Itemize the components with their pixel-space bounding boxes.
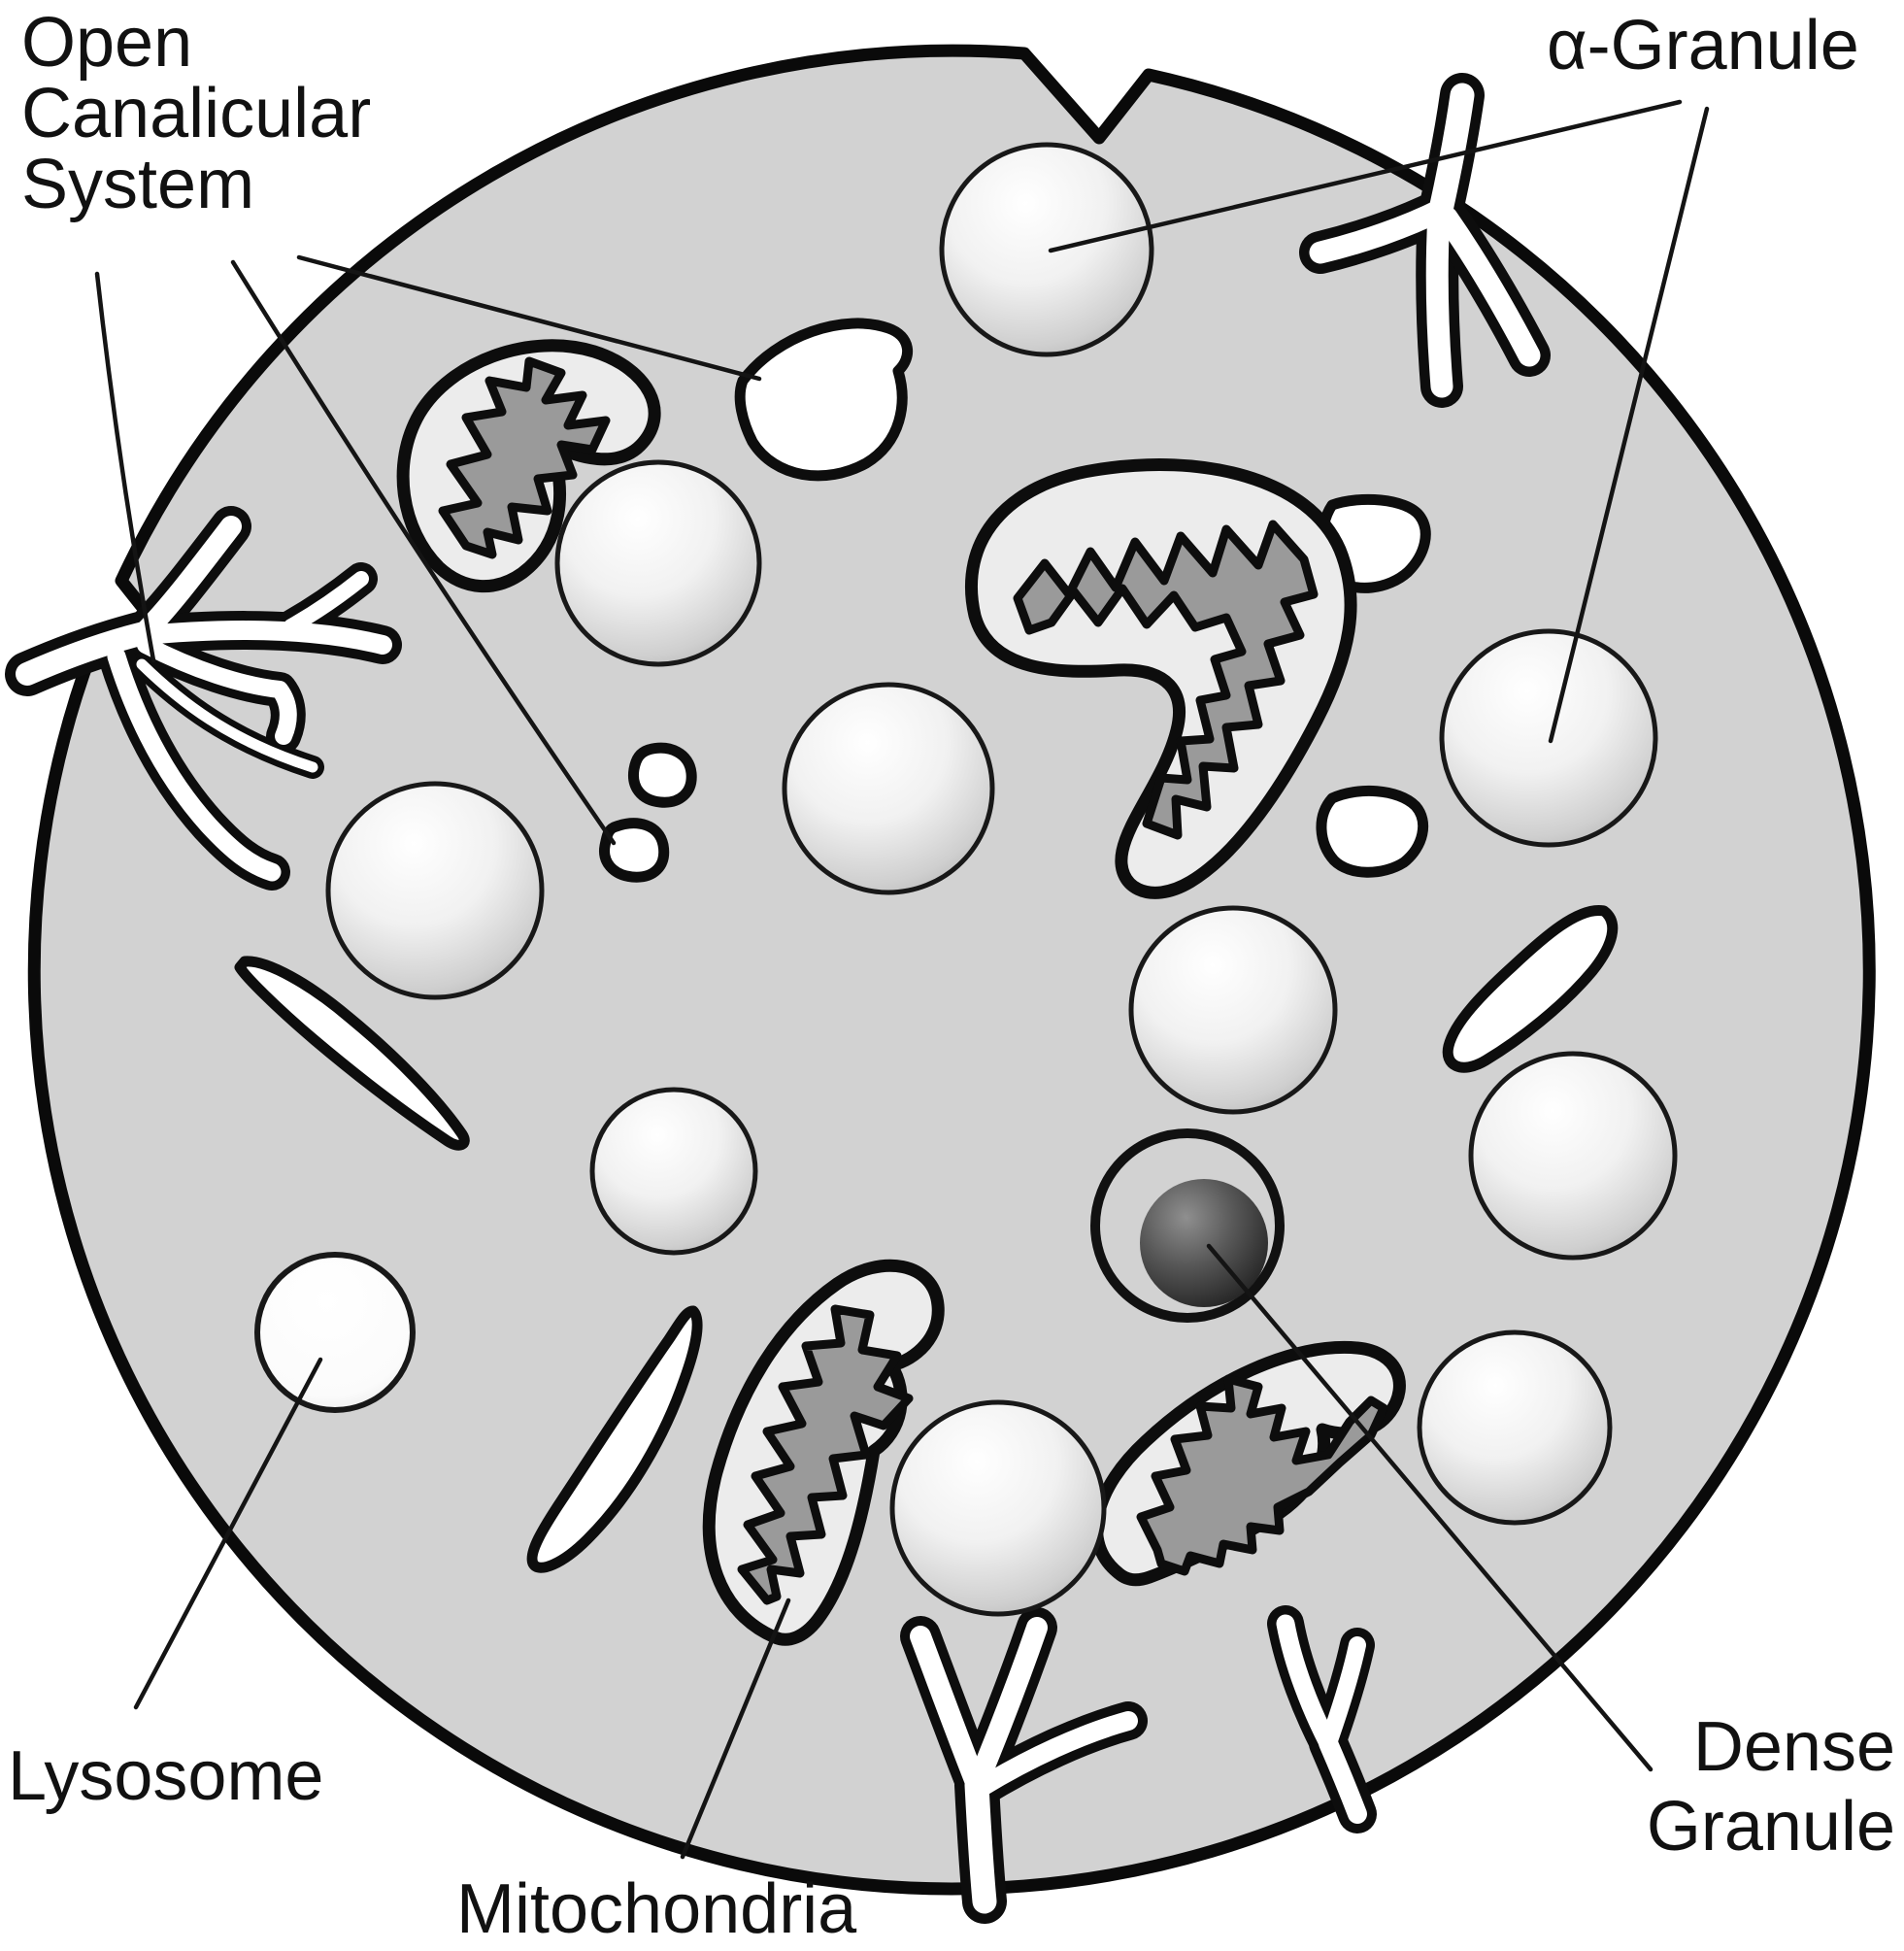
canalicular-sliver-bottom [526, 1305, 703, 1573]
leader-ocs-to-vesicle [230, 259, 617, 846]
label-alpha-granule: α-Granule [1547, 7, 1859, 84]
leader-lysosome [133, 1357, 323, 1710]
open-canalicular-system-left [5, 506, 402, 891]
mitochondrion-3 [702, 1259, 945, 1646]
alpha-granule [889, 1399, 1107, 1617]
canalicular-vesicle-leaf [734, 318, 914, 482]
label-ocs-line3: System [21, 146, 254, 223]
mitochondrion-1 [396, 339, 661, 593]
alpha-granules [325, 142, 1678, 1617]
alpha-granule [1468, 1051, 1678, 1261]
mitochondrion-2 [964, 458, 1357, 899]
label-ocs-line1: Open [21, 4, 192, 82]
leader-mitochondria [680, 1598, 791, 1860]
label-dense-granule-line2: Granule [1647, 1788, 1895, 1866]
alpha-granule [554, 459, 762, 667]
label-mitochondria: Mitochondria [456, 1870, 857, 1948]
alpha-granule [782, 682, 995, 895]
canalicular-vesicle-sliver-right [1442, 905, 1619, 1073]
leader-lines [94, 99, 1710, 1860]
leader-alpha-to-granule-2 [1548, 106, 1710, 744]
leader-alpha-to-granule-1 [1048, 99, 1683, 253]
canalicular-vesicle-small-2 [599, 818, 670, 883]
dense-granule [1090, 1128, 1285, 1323]
mitochondrion-4 [1090, 1340, 1406, 1587]
open-canalicular-system-bottom [900, 1607, 1148, 1924]
alpha-granule [1128, 905, 1338, 1115]
lysosome [254, 1252, 416, 1413]
alpha-granule [1439, 628, 1658, 848]
dense-granule-core [1140, 1179, 1268, 1307]
labels: Open Canalicular System α-Granule Lysoso… [8, 4, 1895, 1948]
canalicular-sliver-left [234, 956, 470, 1151]
label-lysosome: Lysosome [8, 1737, 323, 1815]
open-canalicular-system-top-right [1299, 73, 1551, 408]
label-dense-granule-line1: Dense [1693, 1708, 1895, 1786]
alpha-granule [325, 781, 545, 1000]
canalicular-vesicle-small-4 [1316, 785, 1429, 878]
label-ocs-line2: Canalicular [21, 75, 371, 152]
leader-ocs-to-left-tree [94, 271, 156, 663]
leader-dense-granule [1206, 1243, 1653, 1772]
alpha-granule [939, 142, 1154, 357]
leader-ocs-to-leaf-vesicle [296, 254, 762, 382]
alpha-granule [589, 1087, 758, 1256]
open-canalicular-system-bottom-right [1267, 1605, 1377, 1833]
canalicular-vesicle-small-1 [627, 742, 697, 808]
alpha-granule [1417, 1329, 1613, 1526]
